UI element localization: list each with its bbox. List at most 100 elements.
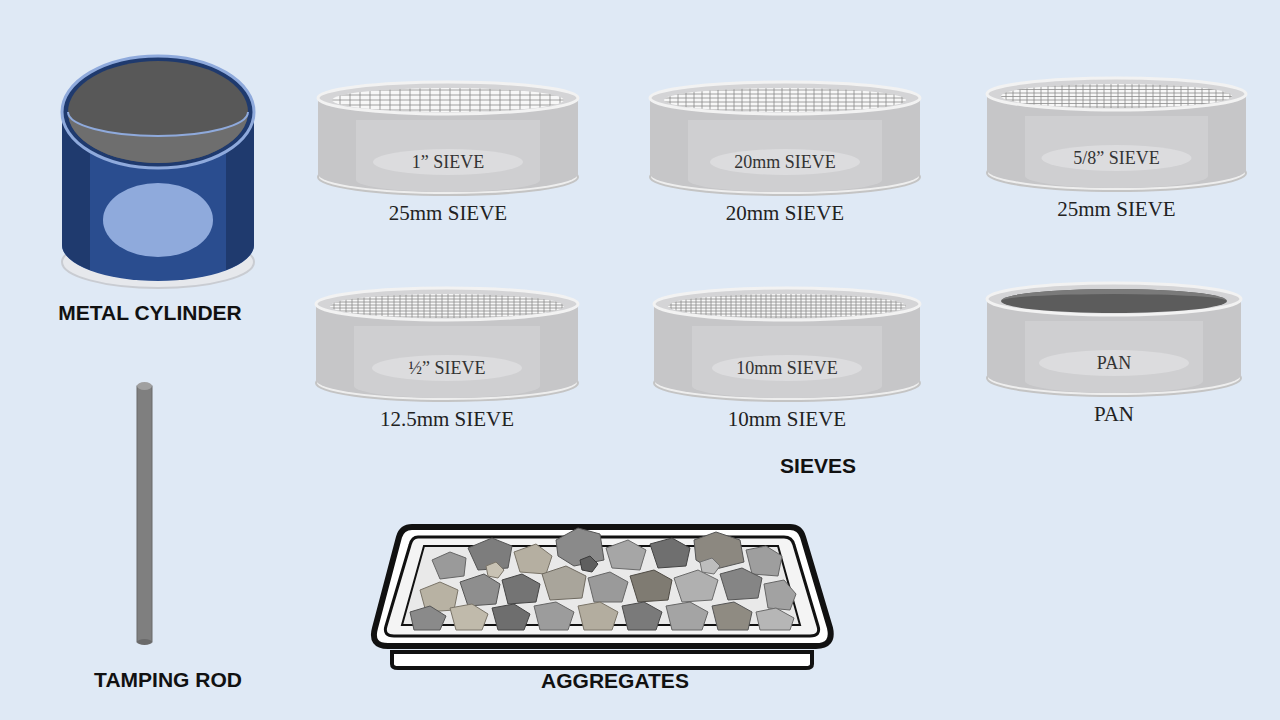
sieve-caption: 25mm SIEVE [316, 201, 580, 225]
sieve-drawing [314, 286, 580, 406]
sieve-mesh [995, 82, 1238, 110]
mesh-wire [370, 292, 371, 320]
mesh-wire [340, 292, 341, 320]
mesh-wire [1230, 82, 1231, 110]
sieve-top-rim [987, 78, 1246, 110]
mesh-wire [324, 296, 570, 297]
mesh-wire [324, 317, 570, 318]
mesh-wire [891, 292, 892, 320]
part-label: TAMPING ROD [94, 667, 242, 693]
mesh-wire [1013, 82, 1014, 110]
cylinder-inner-line [68, 112, 248, 136]
mesh-wire [901, 292, 902, 320]
stone [720, 568, 762, 600]
cylinder-highlight [103, 183, 213, 257]
stone [514, 544, 552, 574]
stone [674, 570, 718, 602]
pan-floor [1001, 289, 1227, 313]
sieve: 10mm SIEVE10mm SIEVE [652, 286, 922, 436]
stone [764, 580, 796, 610]
sieve-mesh [662, 292, 912, 320]
sieve-label-plate [1042, 145, 1192, 171]
mesh-wire [1195, 82, 1196, 110]
mesh-wire [670, 86, 671, 114]
sieve-label-plate [1039, 350, 1189, 376]
pan: PANPAN [985, 281, 1243, 431]
mesh-wire [658, 90, 912, 91]
sieve-mesh [658, 86, 912, 114]
mesh-wire [995, 103, 1238, 104]
stone [542, 566, 586, 600]
rod-end [137, 382, 152, 390]
mesh-wire [691, 292, 692, 320]
mesh-wire [658, 106, 912, 107]
stone [486, 562, 504, 578]
mesh-wire [658, 94, 912, 95]
sieve-label-plate [372, 355, 522, 381]
cylinder-rim [62, 56, 254, 168]
mesh-wire [328, 292, 329, 320]
mesh-wire [326, 90, 570, 91]
mesh-wire [710, 86, 711, 114]
tray-rim [374, 527, 831, 646]
mesh-wire [662, 296, 912, 297]
mesh-wire [376, 292, 377, 320]
mesh-wire [866, 292, 867, 320]
mesh-wire [995, 96, 1238, 97]
mesh-wire [324, 308, 570, 309]
mesh-wire [999, 82, 1000, 110]
mesh-wire [902, 86, 903, 114]
mesh-wire [662, 86, 663, 114]
stone [650, 538, 690, 568]
stone [450, 604, 488, 630]
mesh-wire [701, 292, 702, 320]
sieve-plate-text: ½” SIEVE [409, 358, 486, 378]
mesh-wire [1020, 82, 1021, 110]
mesh-wire [1027, 82, 1028, 110]
sieve-caption: 10mm SIEVE [652, 407, 922, 431]
mesh-wire [662, 314, 912, 315]
mesh-wire [1034, 82, 1035, 110]
mesh-wire [995, 107, 1238, 108]
mesh-wire [550, 292, 551, 320]
mesh-wire [666, 292, 667, 320]
sieve-front-band [356, 120, 540, 192]
mesh-wire [678, 86, 679, 114]
stone [502, 574, 540, 604]
tamping-rod [137, 382, 152, 645]
mesh-wire [544, 292, 545, 320]
mesh-wire [532, 292, 533, 320]
sieve-front-band [354, 326, 540, 398]
sieve-top-rim [316, 288, 578, 320]
mesh-wire [896, 292, 897, 320]
mesh-wire [520, 292, 521, 320]
sieve-caption: PAN [985, 402, 1243, 426]
sieve-label-plate [710, 149, 860, 175]
sieve-mesh [324, 292, 570, 320]
stone [746, 546, 782, 576]
sieve-caption: 12.5mm SIEVE [314, 407, 580, 431]
sieve-mesh [326, 86, 570, 114]
sieve-caption: 25mm SIEVE [985, 197, 1248, 221]
mesh-wire [995, 100, 1238, 101]
mesh-wire [662, 302, 912, 303]
stone [588, 572, 628, 602]
sieve: 5/8” SIEVE 25mm SIEVE [985, 76, 1248, 226]
mesh-wire [658, 110, 912, 111]
mesh-wire [886, 292, 887, 320]
sieve-plate-holder: 1” SIEVE [316, 151, 580, 173]
aggregate-tray [374, 527, 831, 668]
sieve: 20mm SIEVE20mm SIEVE [648, 80, 922, 230]
sieve-plate-holder: 5/8” SIEVE [985, 147, 1248, 169]
mesh-wire [1223, 82, 1224, 110]
metal-cylinder [62, 56, 254, 288]
stone [756, 608, 794, 630]
mesh-wire [352, 292, 353, 320]
mesh-wire [324, 302, 570, 303]
sieve-caption: 20mm SIEVE [648, 201, 922, 225]
mesh-wire [676, 292, 677, 320]
mesh-wire [886, 86, 887, 114]
mesh-wire [686, 86, 687, 114]
sieve-label-plate [373, 149, 523, 175]
mesh-wire [662, 299, 912, 300]
